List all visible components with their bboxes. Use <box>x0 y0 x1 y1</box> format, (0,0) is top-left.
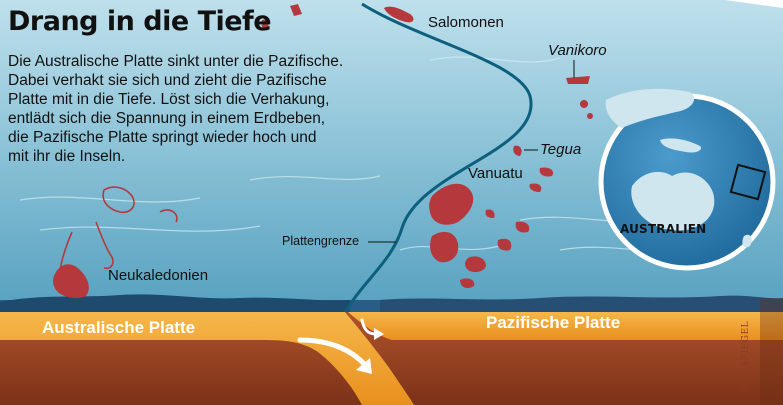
island-east-1 <box>497 238 512 251</box>
label-australien: AUSTRALIEN <box>620 222 707 236</box>
credit-watermark: DER SPIEGEL <box>741 320 751 392</box>
seafloor-relief <box>0 294 350 312</box>
seafloor-relief-right <box>380 295 783 312</box>
globe-land-nz <box>742 234 752 248</box>
globe-locator-box <box>729 163 767 201</box>
description-line: entlädt sich die Spannung in einem Erdbe… <box>8 110 326 127</box>
sea-surface <box>0 0 783 300</box>
island-east-2 <box>515 221 530 233</box>
island-vanuatu-a <box>539 167 554 177</box>
subduction-arrowhead <box>356 358 372 374</box>
island-neukaledonien <box>53 264 89 298</box>
island-top-1 <box>290 4 302 16</box>
label-vanikoro: Vanikoro <box>548 42 607 59</box>
island-top-2 <box>261 19 269 31</box>
description-line: Die Australische Platte sinkt unter die … <box>8 53 344 70</box>
islands <box>53 4 593 298</box>
description-line: Dabei verhakt sie sich und zieht die Paz… <box>8 72 327 89</box>
label-pazifische-platte: Pazifische Platte <box>486 313 621 332</box>
island-espiritu <box>429 183 474 225</box>
description: Die Australische Platte sinkt unter die … <box>8 52 370 166</box>
australian-plate-shape <box>0 312 414 405</box>
globe-land-asia <box>605 88 695 128</box>
reef-outlines <box>59 186 178 271</box>
island-vanikoro-3 <box>587 113 593 119</box>
island-east-3 <box>485 209 495 218</box>
page-title: Drang in die Tiefe <box>8 6 272 37</box>
label-neukaledonien: Neukaledonien <box>108 267 209 284</box>
plate-boundary-line <box>344 2 533 313</box>
label-salomonen: Salomonen <box>428 14 504 31</box>
description-line: die Pazifische Platte springt wieder hoc… <box>8 129 317 146</box>
block-right-edge <box>760 298 783 405</box>
description-line: mit ihr die Inseln. <box>8 148 126 165</box>
rebound-arrowhead <box>374 328 384 340</box>
label-tegua: Tegua <box>540 141 582 158</box>
island-vanuatu-b <box>529 183 542 192</box>
island-vanikoro-2 <box>580 100 588 108</box>
pacific-plate-shape <box>348 312 783 340</box>
island-salomonen <box>384 6 414 23</box>
subduction-arrow <box>297 337 369 369</box>
globe-land-australia <box>631 171 715 231</box>
label-plattengrenze: Plattengrenze <box>282 234 360 248</box>
island-efate <box>465 256 486 273</box>
island-south-1 <box>460 278 475 288</box>
island-tegua <box>513 145 522 156</box>
label-australische-platte: Australische Platte <box>42 318 196 337</box>
description-line: Platte mit in die Tiefe. Löst sich die V… <box>8 91 330 108</box>
island-malekula <box>430 231 459 263</box>
label-vanuatu: Vanuatu <box>468 165 523 182</box>
globe-land-islands <box>660 138 702 153</box>
island-vanikoro <box>566 76 590 84</box>
